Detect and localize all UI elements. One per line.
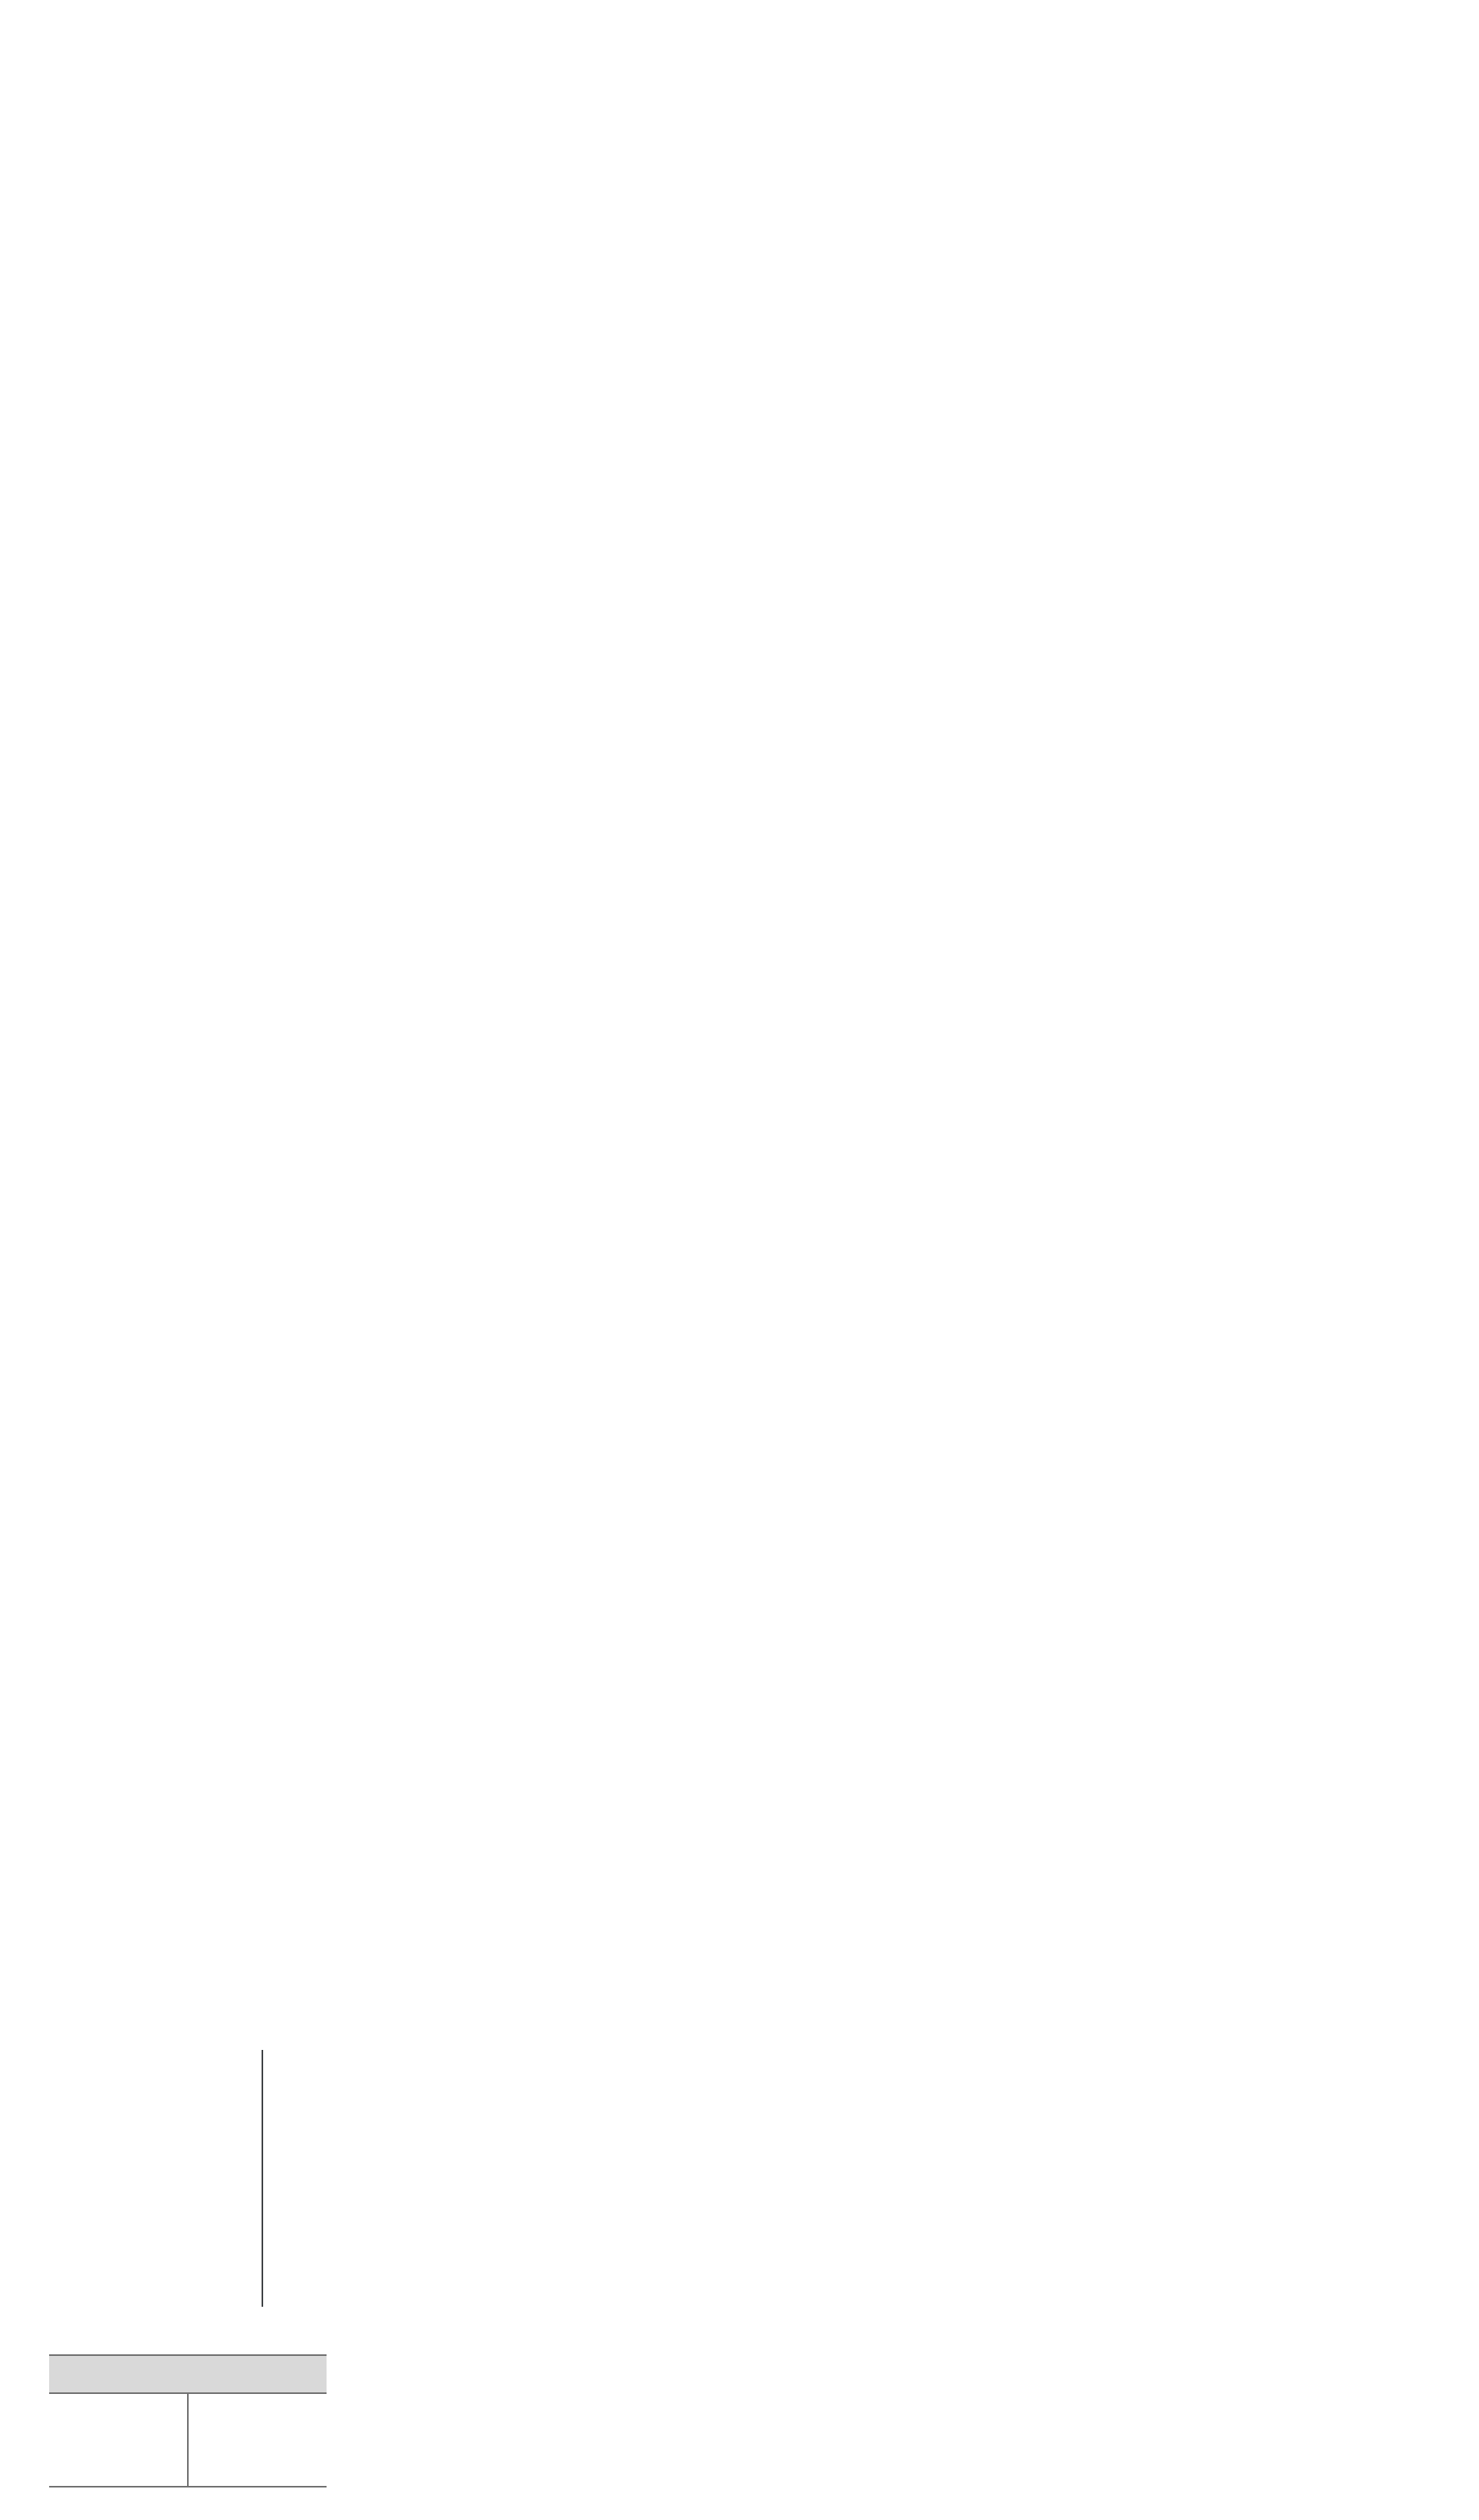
risk-table-divider bbox=[187, 2394, 189, 2486]
risk-table-top-rule bbox=[49, 2354, 327, 2356]
importance-chart-y-axis bbox=[262, 2050, 263, 2307]
risk-table-header-rule bbox=[49, 2392, 327, 2394]
risk-table-header-band bbox=[49, 2356, 327, 2392]
risk-table-bottom-rule bbox=[49, 2486, 327, 2487]
